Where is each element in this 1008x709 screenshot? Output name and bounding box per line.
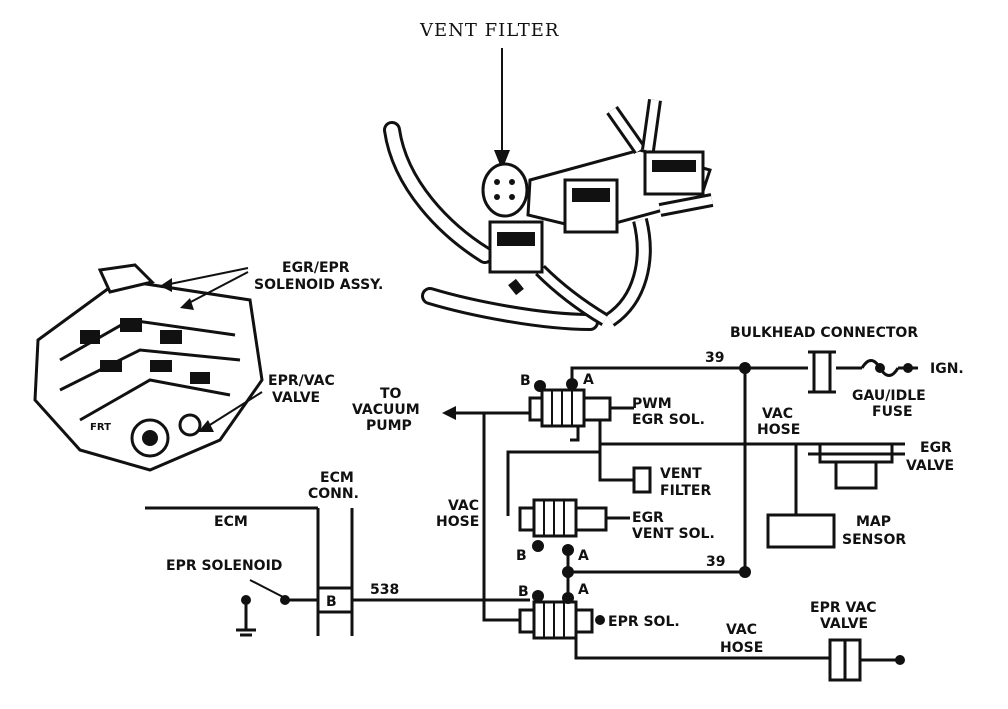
pin-a-egr-vent: A [578, 548, 589, 564]
to-vacuum-pump-1: TO [380, 386, 402, 402]
to-vacuum-pump-2: VACUUM [352, 402, 420, 418]
vent-filter-arrowhead [494, 150, 510, 170]
pin-a-epr: A [578, 582, 589, 598]
solenoid-block-3 [643, 150, 705, 196]
vac-hose-bottom-label-2: HOSE [720, 640, 763, 656]
map-sensor [766, 513, 836, 549]
egr-vent-sol-label-2: VENT SOL. [632, 526, 715, 542]
egr-valve: EGR VALVE [808, 440, 954, 490]
pin-b2-label: B [326, 594, 337, 610]
epr-solenoid-valve: B A EPR SOL. [518, 582, 830, 660]
epr-vac-valve-right-label-2: VALVE [820, 616, 868, 632]
vent-filter-small-label-2: FILTER [660, 483, 711, 499]
vac-hose-mid-label-2: HOSE [436, 514, 479, 530]
gau-idle-fuse-label-1: GAU/IDLE [852, 388, 926, 404]
pwm-egr-sol-label-2: EGR SOL. [632, 412, 705, 428]
ecm-conn-label-1: ECM [320, 470, 354, 486]
vac-hose-bottom-label-1: VAC [726, 622, 757, 638]
ign-label: IGN. [930, 361, 964, 377]
bulkhead-connector-label: BULKHEAD CONNECTOR [730, 325, 918, 341]
map-sensor-label-1: MAP [856, 514, 891, 530]
egr-vent-solenoid: B A EGR VENT SOL. [506, 450, 715, 596]
vac-hose-mid [482, 413, 530, 622]
vac-hose-right-label-1: VAC [762, 406, 793, 422]
ecm-label: ECM [214, 514, 248, 530]
ecm-conn-label-2: CONN. [308, 486, 359, 502]
wire-39-bottom-label: 39 [706, 554, 725, 570]
schematic: 39 39 BULKHEAD CONNECTOR IGN. GAU/IDLE F… [145, 325, 964, 682]
epr-vac-valve-left-label-2: VALVE [272, 390, 320, 406]
vac-hose-mid-label-1: VAC [448, 498, 479, 514]
solenoid-assembly-illustration: VENT FILTER [383, 20, 714, 331]
wire-39-top [570, 366, 808, 380]
pin-b-egr-vent: B [516, 548, 527, 564]
egr-valve-label-1: EGR [920, 440, 952, 456]
egr-vent-hose [506, 450, 600, 516]
solenoid-block-1 [488, 220, 544, 274]
vent-filter-disc [481, 162, 529, 218]
epr-solenoid-label: EPR SOLENOID [166, 558, 282, 574]
wire-39-top-label: 39 [705, 350, 724, 366]
epr-sol-label: EPR SOL. [608, 614, 680, 630]
solenoid-block-2 [563, 178, 619, 234]
pwm-egr-solenoid: B A PWM EGR SOL. [520, 372, 705, 442]
vac-hose-bottom [574, 638, 830, 660]
egr-epr-assy-label-1: EGR/EPR [282, 260, 350, 276]
egr-epr-assy-label-2: SOLENOID ASSY. [254, 277, 383, 293]
pin-b-epr: B [518, 584, 529, 600]
egr-valve-label-2: VALVE [906, 458, 954, 474]
vent-filter-hose [598, 444, 634, 482]
to-vacuum-pump-3: PUMP [366, 418, 412, 434]
bulkhead-connector: BULKHEAD CONNECTOR IGN. GAU/IDLE FUSE [730, 325, 964, 420]
pwm-egr-sol-label-1: PWM [632, 396, 672, 412]
wire-538-label: 538 [370, 582, 399, 598]
vac-hose-right-label-2: HOSE [757, 422, 800, 438]
frt-label: FRT [90, 422, 111, 433]
pin-b-pwm: B [520, 373, 531, 389]
vent-filter-small [632, 466, 652, 494]
vent-filter-small-label-1: VENT [660, 466, 702, 482]
egr-vent-sol-label-1: EGR [632, 510, 664, 526]
epr-vac-valve-left-label-1: EPR/VAC [268, 373, 335, 389]
pin-a-pwm: A [583, 372, 594, 388]
ecm-section: ECM CONN. ECM B EPR SOLENOID 538 [145, 470, 530, 637]
engine-illustration: FRT EGR/EPR SOLENOID ASSY. EPR/VAC VALVE [33, 260, 383, 472]
epr-vac-valve-right: EPR VAC VALVE [810, 600, 905, 682]
vent-filter-title: VENT FILTER [419, 20, 559, 41]
epr-vac-valve-right-label-1: EPR VAC [810, 600, 876, 616]
map-sensor-label-2: SENSOR [842, 532, 906, 548]
gau-idle-fuse-label-2: FUSE [872, 404, 913, 420]
